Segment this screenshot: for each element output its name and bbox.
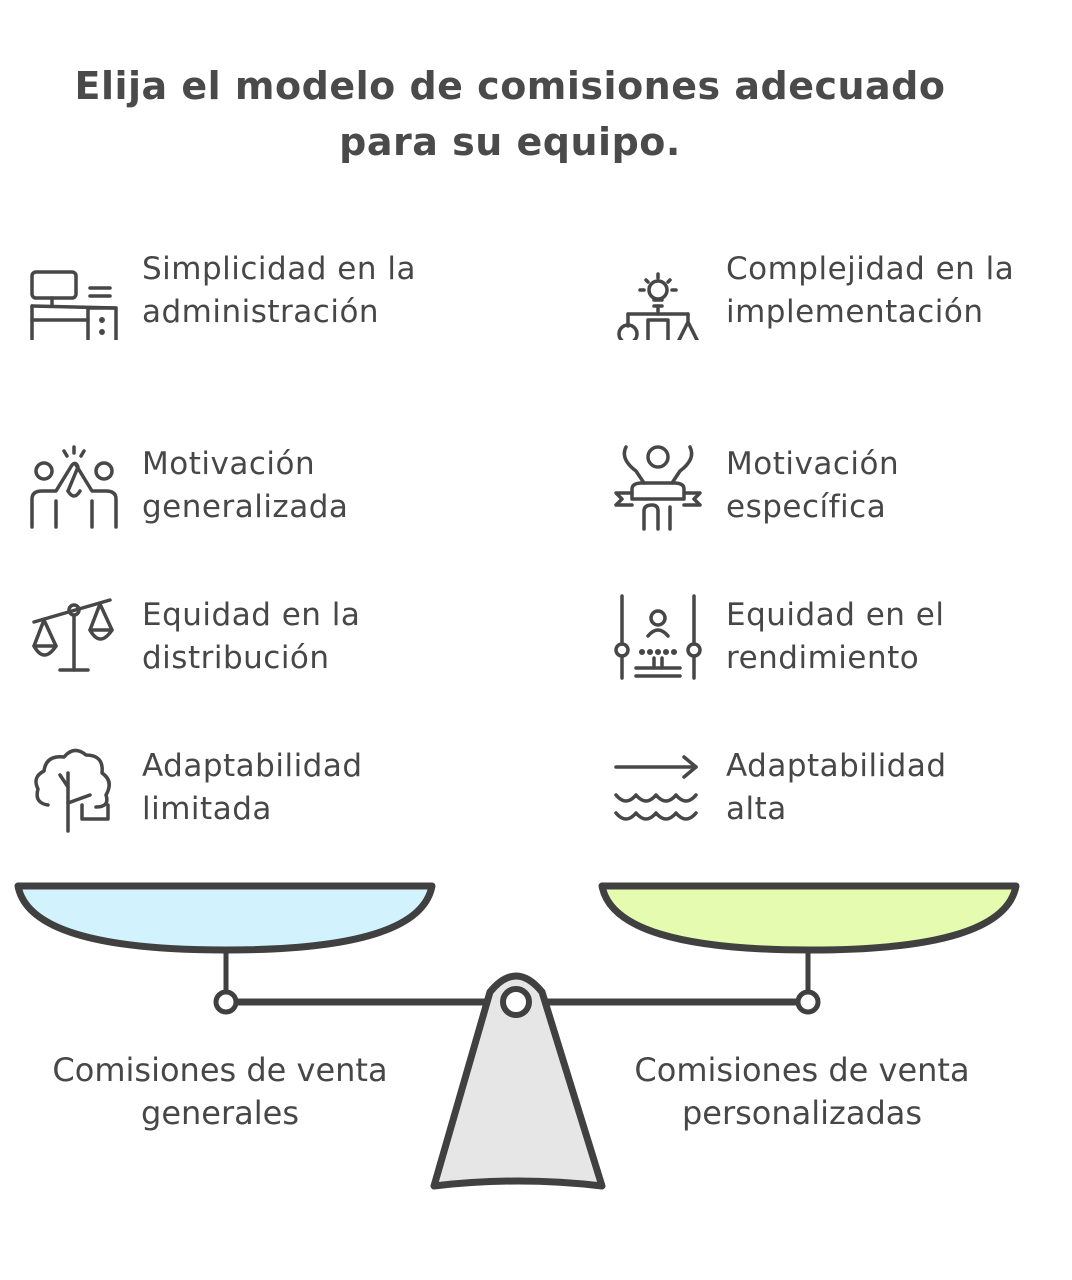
high-five-icon (30, 445, 118, 529)
arrow-waves-icon (614, 755, 698, 821)
page-title: Elija el modelo de comisiones adecuado p… (0, 58, 1020, 170)
left-item-adaptability: Adaptabilidad limitada (28, 745, 412, 837)
person-podium-icon (614, 594, 702, 680)
left-option-label: Comisiones de venta generales (20, 1049, 420, 1135)
right-option-line-2: personalizadas (681, 1094, 923, 1132)
balance-scale-diagram (14, 882, 1020, 1190)
right-item-motivation: Motivación específica (612, 443, 986, 535)
right-pivot (795, 989, 821, 1015)
center-pivot (500, 986, 532, 1018)
right-item-label: Motivación específica (726, 446, 900, 525)
left-item-label: Motivación generalizada (142, 446, 349, 525)
right-item-label: Complejidad en la implementación (726, 251, 1015, 330)
right-item-adaptability: Adaptabilidad alta (612, 745, 996, 837)
tree-icon (34, 748, 111, 833)
left-option-line-1: Comisiones de venta (52, 1051, 388, 1089)
right-item-label: Adaptabilidad alta (726, 748, 947, 827)
left-item-label: Adaptabilidad limitada (142, 748, 363, 827)
left-item-motivation: Motivación generalizada (28, 443, 402, 535)
right-item-equity: Equidad en el rendimiento (612, 594, 996, 686)
fulcrum (430, 972, 606, 1190)
left-bowl (14, 882, 436, 954)
right-item-complexity: Complejidad en la implementación (612, 248, 1016, 340)
right-option-line-1: Comisiones de venta (634, 1051, 970, 1089)
left-item-simplicity: Simplicidad en la administración (28, 248, 422, 340)
title-line-2: para su equipo. (339, 120, 681, 164)
balance-scale-icon (32, 598, 114, 672)
right-bowl (598, 882, 1020, 954)
left-item-label: Equidad en la distribución (142, 597, 361, 676)
left-item-label: Simplicidad en la administración (142, 251, 416, 330)
title-line-1: Elija el modelo de comisiones adecuado (74, 64, 946, 108)
right-item-label: Equidad en el rendimiento (726, 597, 945, 676)
right-option-label: Comisiones de venta personalizadas (602, 1049, 1002, 1135)
winner-banner-icon (614, 445, 702, 531)
desk-computer-icon (30, 270, 118, 340)
left-pivot (213, 989, 239, 1015)
left-option-line-2: generales (141, 1094, 299, 1132)
left-item-equity: Equidad en la distribución (28, 594, 412, 686)
lightbulb-shapes-icon (617, 272, 699, 340)
